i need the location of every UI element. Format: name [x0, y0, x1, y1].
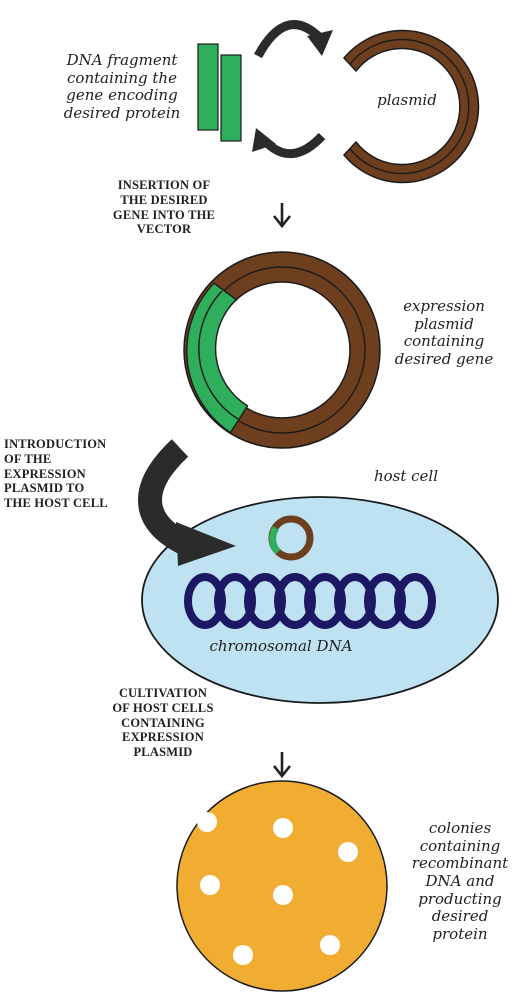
label-line: chromosomal DNA	[198, 638, 364, 656]
label-line: DNA and	[410, 873, 510, 891]
label-line: host cell	[366, 468, 446, 486]
introduction-step-label: INTRODUCTION OF THE EXPRESSION PLASMID T…	[4, 437, 126, 511]
label-line: desired protein	[46, 105, 198, 123]
label-line: plasmid	[372, 92, 442, 110]
label-line: colonies	[410, 820, 510, 838]
label-line: containing	[410, 838, 510, 856]
colonies-label: colonies containing recombinant DNA and …	[410, 820, 510, 944]
dna-fragment-strand	[221, 55, 241, 141]
label-line: EXPRESSION	[4, 467, 126, 482]
label-line: GENE INTO THE	[102, 208, 226, 223]
colony-dot	[338, 842, 358, 862]
label-line: recombinant	[410, 855, 510, 873]
curved-arrow-icon	[150, 448, 236, 566]
label-line: CULTIVATION	[102, 686, 224, 701]
label-line: desired gene	[390, 351, 498, 369]
host-cell-label: host cell	[366, 468, 446, 486]
label-line: gene encoding	[46, 87, 198, 105]
expression-plasmid-label: expression plasmid containing desired ge…	[390, 298, 498, 369]
label-line: containing	[390, 333, 498, 351]
host-cell	[142, 497, 498, 703]
label-line: INSERTION OF	[102, 178, 226, 193]
chromosomal-dna-label: chromosomal DNA	[198, 638, 364, 656]
down-arrow-icon	[274, 752, 290, 776]
label-line: DNA fragment	[46, 52, 198, 70]
label-line: THE HOST CELL	[4, 496, 126, 511]
label-line: THE DESIRED	[102, 193, 226, 208]
chromosomal-dna	[188, 577, 432, 625]
colony-dot	[197, 812, 217, 832]
colony-dot	[273, 885, 293, 905]
label-line: OF THE	[4, 452, 126, 467]
colony-dot	[233, 945, 253, 965]
label-line: producting	[410, 891, 510, 909]
down-arrow-icon	[274, 203, 290, 226]
label-line: PLASMID TO	[4, 481, 126, 496]
dna-fragment-label: DNA fragment containing the gene encodin…	[46, 52, 198, 123]
label-line: containing the	[46, 70, 198, 88]
label-line: VECTOR	[102, 222, 226, 237]
colony-dot	[200, 875, 220, 895]
label-line: expression	[390, 298, 498, 316]
curved-arrow-icon	[252, 128, 322, 154]
cultivation-step-label: CULTIVATION OF HOST CELLS CONTAINING EXP…	[102, 686, 224, 760]
colony-dot	[320, 935, 340, 955]
colony-dot	[273, 818, 293, 838]
label-line: protein	[410, 926, 510, 944]
label-line: CONTAINING	[102, 716, 224, 731]
insertion-step-label: INSERTION OF THE DESIRED GENE INTO THE V…	[102, 178, 226, 237]
expression-plasmid	[184, 252, 380, 448]
label-line: INTRODUCTION	[4, 437, 126, 452]
label-line: plasmid	[390, 316, 498, 334]
label-line: PLASMID	[102, 745, 224, 760]
curved-arrow-icon	[258, 25, 333, 56]
label-line: OF HOST CELLS	[102, 701, 224, 716]
label-line: desired	[410, 908, 510, 926]
dna-fragment-strand	[198, 44, 218, 130]
label-line: EXPRESSION	[102, 730, 224, 745]
plasmid-label: plasmid	[372, 92, 442, 110]
